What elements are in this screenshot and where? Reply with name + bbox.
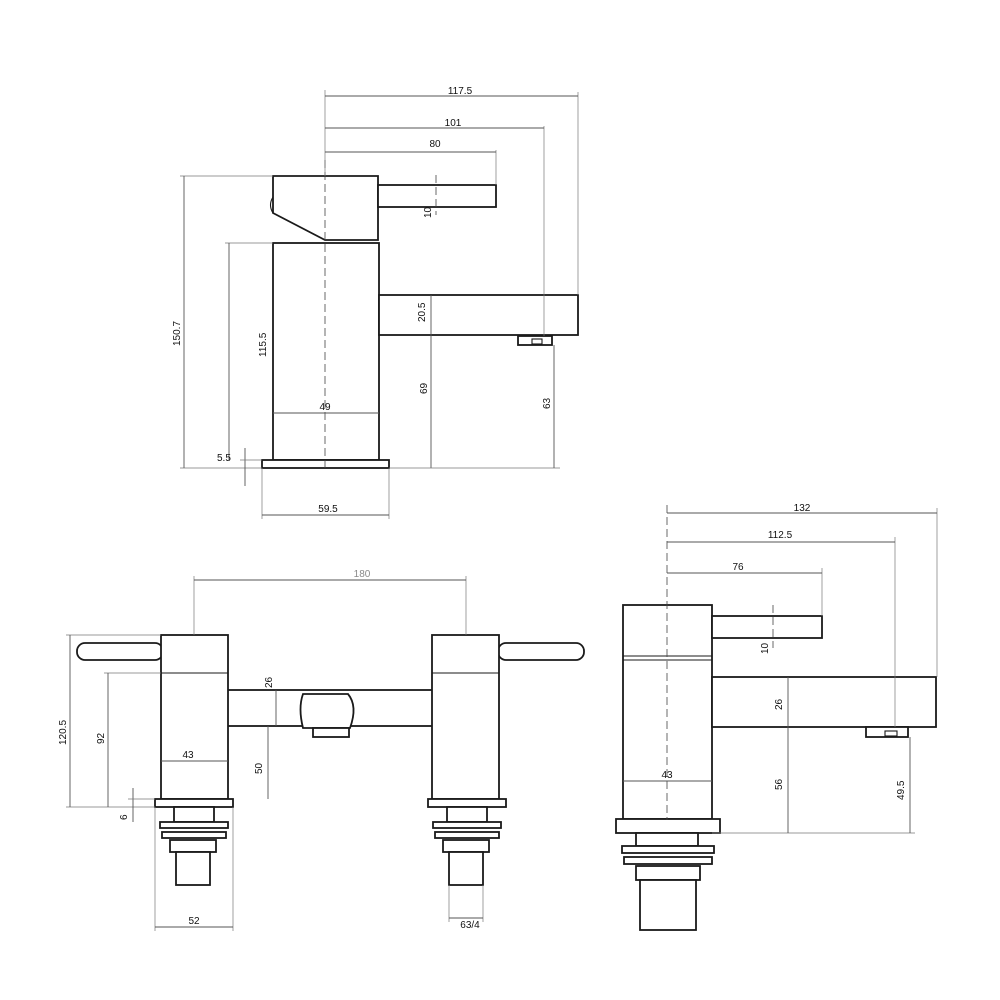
left-tail [175, 851, 211, 886]
side-body [622, 604, 713, 820]
dim-label-base-thickness: 6 [119, 814, 130, 820]
dim-label-overall-height: 150.7 [172, 321, 183, 346]
dim-label-spout-height: 26 [774, 698, 785, 710]
dim-label-spout-to-base: 56 [774, 778, 785, 790]
dim-label-outlet-reach: 101 [445, 118, 462, 129]
right-tail [448, 851, 484, 886]
dim-label-bridge-to-base: 50 [254, 762, 265, 774]
side-spout [711, 676, 937, 728]
basin-handle-block [272, 175, 379, 241]
side-nut [635, 865, 701, 881]
left-body [160, 634, 229, 800]
dim-label-body-width: 49 [319, 402, 331, 413]
dim-label-overall-reach: 117.5 [448, 86, 473, 97]
dim-label-base-width: 59.5 [318, 504, 338, 515]
bridge-spout [299, 693, 355, 729]
dim-label-outlet-to-base: 63 [542, 397, 553, 409]
basin-mixer-side-view: 117.5 101 80 10 150.7 115.5 20.5 69 63 4… [172, 86, 579, 519]
left-washer-2 [161, 831, 227, 839]
dim-label-outlet-reach: 112.5 [768, 530, 793, 541]
dim-label-body-height: 92 [96, 732, 107, 744]
side-tail [639, 879, 697, 931]
basin-body [272, 242, 380, 461]
right-lever [497, 642, 585, 661]
dim-label-overall-reach: 132 [794, 503, 811, 514]
bridge-aerator [312, 727, 350, 738]
dim-label-base-thickness: 5.5 [217, 453, 231, 464]
dim-label-flange-width: 52 [188, 916, 200, 927]
dim-label-body-height: 115.5 [258, 332, 269, 357]
bath-filler-front-view: 180 120.5 92 26 50 43 6 52 63/4 [58, 569, 585, 931]
right-washer-1 [432, 821, 502, 829]
basin-base-plate [261, 459, 390, 469]
right-shank [446, 806, 488, 823]
basin-handle-curve [269, 196, 274, 214]
left-nut [169, 839, 217, 853]
side-lever [711, 615, 823, 639]
dim-label-spout-height: 20.5 [417, 302, 428, 322]
dim-label-lever-reach: 76 [732, 562, 744, 573]
side-washer-2 [623, 856, 713, 865]
basin-lever [377, 184, 497, 208]
left-base-flange [154, 798, 234, 808]
right-nut [442, 839, 490, 853]
dim-label-lever-diameter: 10 [760, 642, 771, 654]
dim-label-body-width: 43 [182, 750, 194, 761]
side-base-flange [615, 818, 721, 834]
dim-label-overall-height: 120.5 [58, 720, 69, 745]
dim-label-lever-diameter: 10 [423, 206, 434, 218]
left-lever [76, 642, 164, 661]
dim-label-centres: 180 [354, 569, 371, 580]
side-shank [635, 832, 699, 847]
basin-aerator-inner [531, 338, 543, 345]
left-shank [173, 806, 215, 823]
right-base-flange [427, 798, 507, 808]
dim-label-outlet-to-base: 49.5 [896, 780, 907, 800]
dim-label-spout-to-base: 69 [419, 382, 430, 394]
side-aerator [865, 726, 909, 738]
dim-label-thread: 63/4 [460, 920, 480, 931]
bath-filler-side-view: 132 112.5 76 10 26 56 49.5 43 [615, 503, 938, 931]
dim-label-lever-reach: 80 [429, 139, 441, 150]
basin-spout [378, 294, 579, 336]
left-washer-1 [159, 821, 229, 829]
basin-aerator [517, 335, 553, 346]
right-body [431, 634, 500, 800]
right-washer-2 [434, 831, 500, 839]
side-washer-1 [621, 845, 715, 854]
dim-label-bridge-height: 26 [264, 676, 275, 688]
dim-label-body-width-side: 43 [661, 770, 673, 781]
